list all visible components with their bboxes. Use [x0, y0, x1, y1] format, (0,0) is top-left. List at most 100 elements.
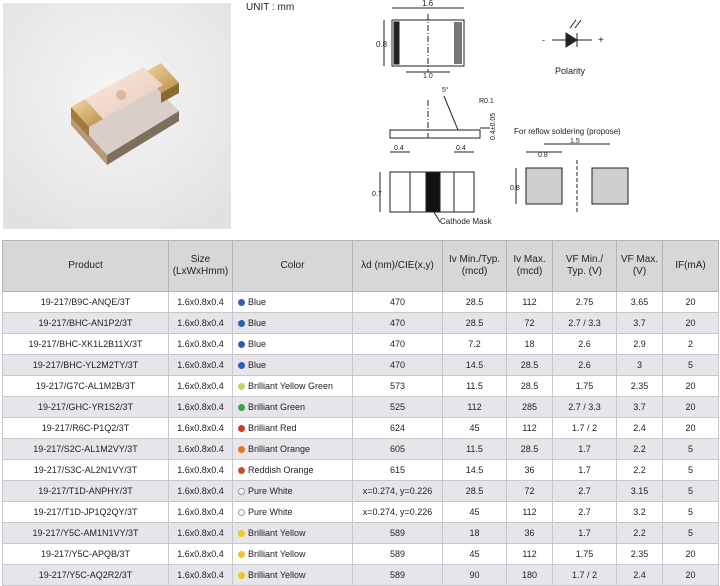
pad-right-label: 0.4 — [456, 145, 466, 152]
product-cell: 19-217/BHC-YL2M2TY/3T — [2, 354, 169, 376]
led-spec-table: Product Size(LxWxHmm) Color λd (nm)/CIE(… — [2, 240, 719, 586]
color-cell: Pure White — [232, 501, 353, 523]
color-cell: Blue — [232, 312, 353, 334]
wavelength-cell: 605 — [352, 438, 443, 460]
vf-max-cell: 2.4 — [616, 564, 663, 586]
product-cell: 19-217/G7C-AL1M2B/3T — [2, 375, 169, 397]
wavelength-cell: x=0.274, y=0.226 — [352, 480, 443, 502]
vf-min-typ-cell: 2.7 — [552, 480, 617, 502]
color-cell: Blue — [232, 354, 353, 376]
pad-left-label: 0.4 — [394, 145, 404, 152]
iv-max-cell: 112 — [506, 501, 553, 523]
vf-min-typ-cell: 2.75 — [552, 291, 617, 313]
iv-max-cell: 112 — [506, 417, 553, 439]
vf-max-cell: 3 — [616, 354, 663, 376]
color-swatch-icon — [238, 425, 245, 432]
reflow-pad-label: 0.8 — [538, 152, 548, 159]
size-cell: 1.6x0.8x0.4 — [168, 396, 233, 418]
vf-max-cell: 2.4 — [616, 417, 663, 439]
color-swatch-icon — [238, 299, 245, 306]
dimension-drawings: 1.6 0.8 1.0 - + Polarity 5° R0.1 0.4±0.0… — [372, 0, 629, 226]
iv-max-cell: 36 — [506, 522, 553, 544]
wavelength-cell: 525 — [352, 396, 443, 418]
color-name: Pure White — [248, 486, 293, 496]
header-wavelength: λd (nm)/CIE(x,y) — [352, 240, 443, 292]
iv-max-cell: 285 — [506, 396, 553, 418]
wavelength-cell: 470 — [352, 333, 443, 355]
minus-label: - — [542, 35, 545, 45]
wavelength-cell: 470 — [352, 291, 443, 313]
if-cell: 20 — [662, 396, 719, 418]
product-cell: 19-217/Y5C-APQB/3T — [2, 543, 169, 565]
header-vf-min-typ: VF Min./Typ. (V) — [552, 240, 617, 292]
side-height-label: 0.7 — [372, 191, 382, 198]
if-cell: 20 — [662, 375, 719, 397]
polarity-symbol-icon — [552, 19, 592, 48]
iv-min-typ-cell: 18 — [442, 522, 507, 544]
color-name: Blue — [248, 318, 267, 328]
if-cell: 20 — [662, 543, 719, 565]
color-name: Brilliant Yellow — [248, 570, 306, 580]
if-cell: 5 — [662, 480, 719, 502]
color-name: Brilliant Orange — [248, 444, 311, 454]
iv-min-typ-cell: 90 — [442, 564, 507, 586]
color-name: Brilliant Yellow — [248, 528, 306, 538]
wavelength-cell: 573 — [352, 375, 443, 397]
angle-label: 5° — [442, 86, 449, 94]
vf-max-cell: 3.65 — [616, 291, 663, 313]
radius-label: R0.1 — [479, 98, 494, 105]
color-swatch-icon — [238, 488, 245, 495]
color-swatch-icon — [238, 467, 245, 474]
vf-min-typ-cell: 2.6 — [552, 333, 617, 355]
product-cell: 19-217/T1D-JP1Q2QY/3T — [2, 501, 169, 523]
iv-min-typ-cell: 14.5 — [442, 459, 507, 481]
color-cell: Brilliant Yellow Green — [232, 375, 353, 397]
iv-max-cell: 18 — [506, 333, 553, 355]
iv-min-typ-cell: 112 — [442, 396, 507, 418]
led-product-photo — [3, 3, 231, 229]
size-cell: 1.6x0.8x0.4 — [168, 417, 233, 439]
top-width-label: 1.6 — [422, 0, 434, 8]
iv-min-typ-cell: 14.5 — [442, 354, 507, 376]
size-cell: 1.6x0.8x0.4 — [168, 375, 233, 397]
product-cell: 19-217/R6C-P1Q2/3T — [2, 417, 169, 439]
header-size: Size(LxWxHmm) — [168, 240, 233, 292]
header-if: IF(mA) — [662, 240, 719, 292]
iv-min-typ-cell: 28.5 — [442, 291, 507, 313]
iv-min-typ-cell: 11.5 — [442, 375, 507, 397]
color-name: Blue — [248, 360, 267, 370]
iv-min-typ-cell: 28.5 — [442, 480, 507, 502]
color-swatch-icon — [238, 362, 245, 369]
if-cell: 5 — [662, 459, 719, 481]
if-cell: 5 — [662, 438, 719, 460]
if-cell: 5 — [662, 354, 719, 376]
color-name: Brilliant Yellow Green — [248, 381, 334, 391]
vf-max-cell: 2.2 — [616, 522, 663, 544]
polarity-label: Polarity — [555, 66, 586, 76]
product-cell: 19-217/S3C-AL2N1VY/3T — [2, 459, 169, 481]
size-cell: 1.6x0.8x0.4 — [168, 312, 233, 334]
plus-label: + — [598, 35, 604, 46]
color-swatch-icon — [238, 530, 245, 537]
size-cell: 1.6x0.8x0.4 — [168, 501, 233, 523]
if-cell: 20 — [662, 312, 719, 334]
header-iv-min-typ: Iv Min./Typ.(mcd) — [442, 240, 507, 292]
vf-max-cell: 3.2 — [616, 501, 663, 523]
color-swatch-icon — [238, 404, 245, 411]
vf-min-typ-cell: 2.7 / 3.3 — [552, 312, 617, 334]
color-swatch-icon — [238, 341, 245, 348]
vf-max-cell: 2.2 — [616, 459, 663, 481]
size-cell: 1.6x0.8x0.4 — [168, 480, 233, 502]
color-name: Brilliant Yellow — [248, 549, 306, 559]
color-swatch-icon — [238, 572, 245, 579]
color-cell: Blue — [232, 333, 353, 355]
product-cell: 19-217/Y5C-AM1N1VY/3T — [2, 522, 169, 544]
